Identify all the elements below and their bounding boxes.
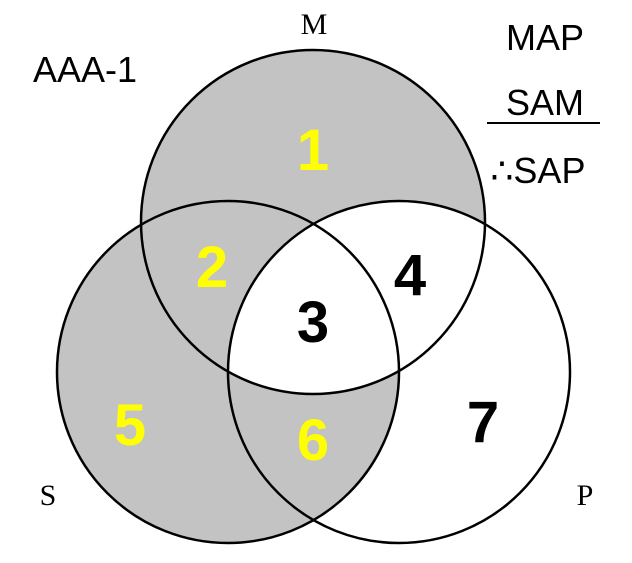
minor-premise: SAM [506, 82, 584, 123]
region-4-label: 4 [394, 243, 426, 308]
circle-s [55, 199, 401, 545]
title: AAA-1 [33, 49, 137, 90]
label-m: M [301, 8, 328, 41]
conclusion: ∴SAP [491, 150, 586, 191]
region-1-label: 1 [297, 118, 329, 183]
region-5-label: 5 [114, 393, 146, 458]
circle-p [226, 199, 572, 545]
major-premise: MAP [506, 17, 584, 58]
region-2-label: 2 [196, 235, 228, 300]
region-7-label: 7 [467, 390, 499, 455]
label-p: P [577, 479, 594, 512]
region-6-label: 6 [297, 408, 329, 473]
label-s: S [40, 479, 57, 512]
region-3-label: 3 [297, 290, 329, 355]
circle-m [139, 48, 487, 396]
